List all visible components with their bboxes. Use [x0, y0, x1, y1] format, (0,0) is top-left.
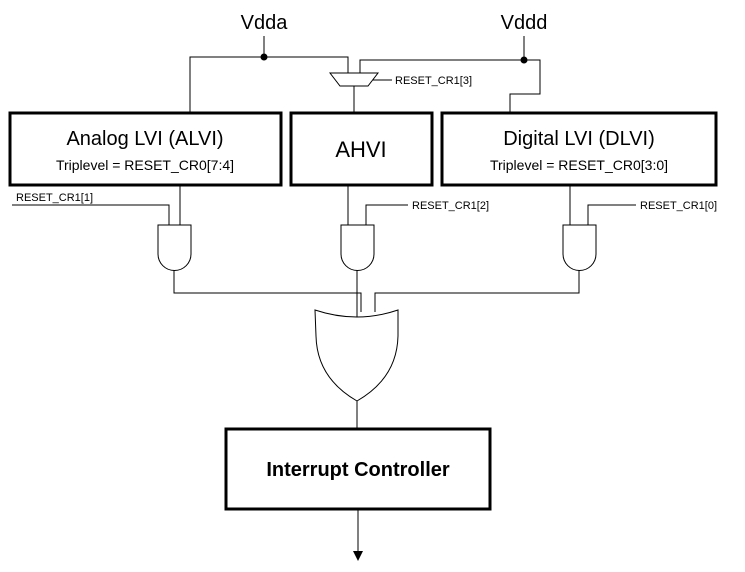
mux-select-label: RESET_CR1[3]: [395, 75, 472, 87]
ahvi-title: AHVI: [335, 137, 386, 162]
alvi-title: Analog LVI (ALVI): [66, 128, 223, 150]
alvi-triplevel: Triplevel = RESET_CR0[7:4]: [56, 157, 234, 173]
ahvi-and-gate: RESET_CR1[2]: [340, 185, 489, 318]
interrupt-controller-title: Interrupt Controller: [266, 459, 450, 481]
alvi-block: Analog LVI (ALVI) Triplevel = RESET_CR0[…: [8, 111, 283, 187]
dlvi-triplevel: Triplevel = RESET_CR0[3:0]: [490, 157, 668, 173]
vdda-label: Vdda: [241, 12, 289, 34]
dlvi-title: Digital LVI (DLVI): [503, 128, 655, 150]
vdda-junction-dot: [260, 53, 268, 61]
or-gate: [314, 309, 399, 429]
vddd-junction-dot: [520, 56, 528, 64]
vdda-rail: [189, 36, 349, 113]
dlvi-and-gate: RESET_CR1[0]: [374, 185, 717, 312]
ahvi-block: AHVI: [289, 111, 434, 187]
vddd-rail: [359, 36, 541, 113]
alvi-and-gate: RESET_CR1[1]: [12, 185, 362, 312]
ahvi-enable-label: RESET_CR1[2]: [412, 200, 489, 212]
interrupt-controller-block: Interrupt Controller: [224, 427, 492, 511]
supply-mux: RESET_CR1[3]: [328, 72, 472, 113]
dlvi-block: Digital LVI (DLVI) Triplevel = RESET_CR0…: [440, 111, 718, 187]
vddd-label: Vddd: [501, 12, 548, 34]
alvi-enable-label: RESET_CR1[1]: [16, 192, 93, 204]
dlvi-enable-label: RESET_CR1[0]: [640, 200, 717, 212]
